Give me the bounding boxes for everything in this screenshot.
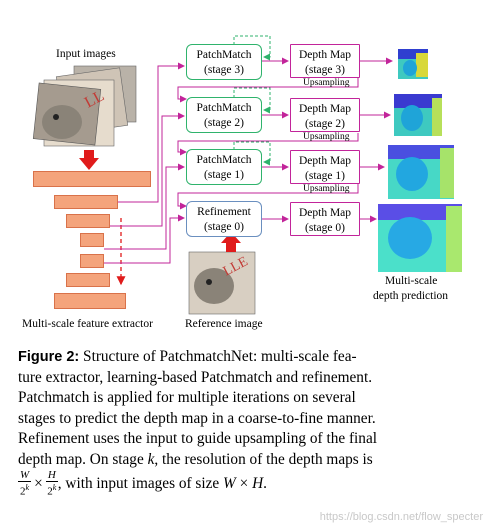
depth-prediction-stage-2: [394, 94, 442, 136]
reference-image-label: Reference image: [185, 318, 263, 330]
box-title: Depth Map: [298, 155, 352, 167]
box-title: Refinement: [197, 206, 251, 218]
times-symbol: ×: [235, 474, 253, 492]
depth-prediction-stage-0: [378, 204, 462, 272]
box-stage: (stage 3): [204, 64, 244, 76]
watermark: https://blog.csdn.net/flow_specter: [319, 511, 483, 523]
box-stage: (stage 0): [305, 222, 345, 234]
box-title: PatchMatch: [196, 102, 252, 114]
multiscale-label-line1: Multi-scale: [385, 275, 438, 287]
box-stage: (stage 1): [204, 169, 244, 181]
caption-line: Refinement uses the input to guide upsam…: [18, 430, 377, 447]
math-k: k: [147, 450, 155, 468]
frac-numerator: H: [45, 469, 58, 482]
depth-map-stage-0: Depth Map (stage 0): [290, 202, 360, 236]
box-title: PatchMatch: [196, 154, 252, 166]
multiscale-label-line2: depth prediction: [373, 290, 449, 302]
caption-line: W 2k × H 2k , with input images of size …: [18, 470, 476, 498]
caption-text: , with input images of size: [57, 474, 224, 492]
feature-pyramid-level: [54, 293, 126, 309]
math-h: H: [252, 474, 264, 492]
caption-text: .: [263, 474, 267, 492]
frac-numerator: W: [18, 469, 32, 482]
refinement-stage-0: Refinement (stage 0): [186, 201, 262, 237]
upsampling-label: Upsampling: [303, 78, 350, 88]
box-stage: (stage 2): [305, 118, 345, 130]
reference-arrow: [221, 232, 241, 252]
feature-pyramid-level: [33, 171, 151, 187]
caption-text: depth map. On stage: [18, 450, 148, 468]
architecture-diagram: LL: [22, 35, 462, 330]
feature-pyramid-level: [66, 214, 110, 228]
box-title: Depth Map: [298, 103, 352, 115]
caption-line: Patchmatch is applied for multiple itera…: [18, 389, 356, 406]
depth-prediction-stage-3: [398, 49, 428, 79]
box-title: PatchMatch: [196, 49, 252, 61]
depth-map-stage-2: Depth Map (stage 2): [290, 98, 360, 132]
frac-denominator: 2k: [47, 483, 57, 498]
input-arrow: [79, 150, 99, 170]
caption-line: depth map. On stage k, the resolution of…: [18, 450, 476, 471]
reference-image: LLE: [188, 251, 256, 315]
feature-pyramid-level: [80, 254, 104, 268]
box-stage: (stage 2): [204, 117, 244, 129]
patchmatch-stage-3: PatchMatch (stage 3): [186, 44, 262, 80]
fraction-h: H 2k: [45, 469, 58, 498]
fraction-w: W 2k: [18, 469, 32, 498]
box-title: Depth Map: [298, 207, 352, 219]
patchmatch-stage-2: PatchMatch (stage 2): [186, 97, 262, 133]
caption-line: ture extractor, learning-based Patchmatc…: [18, 368, 373, 386]
feature-extractor-label: Multi-scale feature extractor: [22, 318, 153, 330]
box-title: Depth Map: [298, 49, 352, 61]
input-images-label: Input images: [56, 48, 116, 60]
box-stage: (stage 0): [204, 221, 244, 233]
connector-lines: LL: [32, 35, 462, 315]
feature-pyramid-level: [80, 233, 104, 247]
caption-text: Structure of PatchmatchNet: multi-scale …: [79, 348, 357, 365]
box-stage: (stage 3): [305, 64, 345, 76]
box-stage: (stage 1): [305, 170, 345, 182]
depth-map-stage-3: Depth Map (stage 3): [290, 44, 360, 78]
upsampling-label: Upsampling: [303, 184, 350, 194]
feature-pyramid-level: [66, 273, 110, 287]
caption-line: Figure 2: Structure of PatchmatchNet: mu…: [18, 347, 476, 368]
feature-pyramid-level: [54, 195, 118, 209]
upsampling-label: Upsampling: [303, 132, 350, 142]
depth-prediction-stage-1: [388, 145, 454, 199]
caption-label: Figure 2:: [18, 349, 80, 365]
caption-line: stages to predict the depth map in a coa…: [18, 409, 376, 427]
math-w: W: [223, 474, 236, 492]
input-images-stack: LL: [32, 65, 137, 147]
depth-map-stage-1: Depth Map (stage 1): [290, 150, 360, 184]
patchmatch-stage-1: PatchMatch (stage 1): [186, 149, 262, 185]
figure-caption: Figure 2: Structure of PatchmatchNet: mu…: [18, 347, 476, 498]
times-symbol: ×: [34, 474, 43, 492]
frac-denominator: 2k: [20, 483, 30, 498]
caption-text: , the resolution of the depth maps is: [154, 450, 373, 468]
